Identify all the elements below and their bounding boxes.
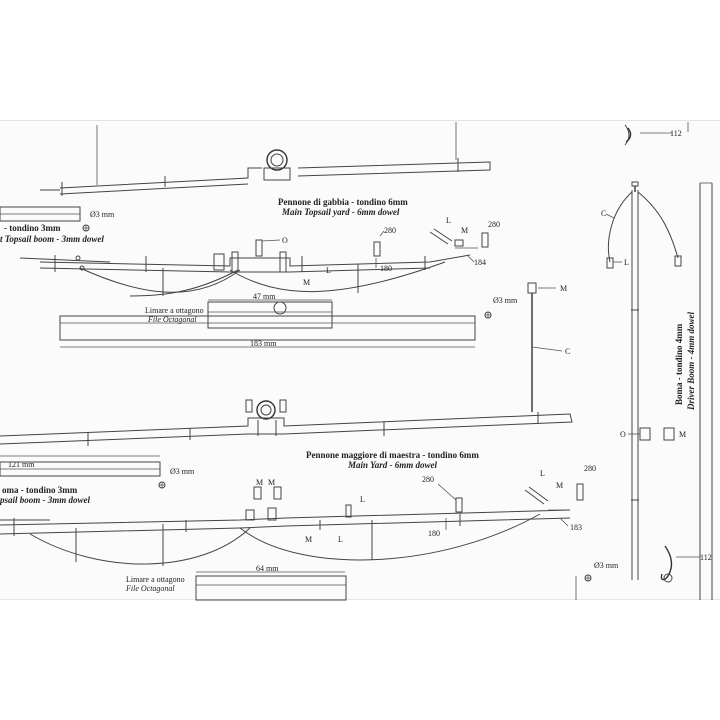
label-L-2: L (326, 266, 331, 275)
octagon-bar-1: Limare a ottagono File Octagonal 47 mm 1… (59, 292, 518, 348)
label-M-3: M (560, 284, 567, 293)
label-M-7: M (556, 481, 563, 490)
label-112-bottom: 112 (700, 553, 712, 562)
label-280-1: 280 (384, 226, 396, 235)
label-L-3: L (360, 495, 365, 504)
driver-boom-drawing: L C O M 112 Boma - tondino 4mm Driver Bo… (601, 181, 713, 600)
paper-sheet (0, 120, 720, 600)
label-L-5: L (540, 469, 545, 478)
dim-64: 64 mm (256, 564, 279, 573)
driver-boom-title: Boma - tondino 4mm (674, 323, 684, 405)
label-M-8: M (679, 430, 686, 439)
lower-yard-drawing: M M L M L 280 180 L M 280 183 (0, 464, 596, 566)
driver-boom-subtitle: Driver Boom - 4mm dowel (686, 312, 696, 411)
label-O-2: O (620, 430, 626, 439)
label-280-4: 280 (584, 464, 596, 473)
dim-121: 121 mm (8, 460, 35, 469)
top-yard-ring (266, 149, 288, 171)
topsail-boom-1: - tondino 3mm t Topsail boom - 3mm dowel… (0, 206, 115, 244)
label-280-3: 280 (422, 475, 434, 484)
octagon-bar-1-hole (273, 301, 287, 315)
octagon1-line2: File Octagonal (147, 315, 197, 324)
topsail-boom-2-title: oma - tondino 3mm (2, 485, 78, 495)
top-right-partial: 112 (624, 122, 689, 146)
octagon2-line2: File Octagonal (125, 584, 175, 593)
label-184: 184 (474, 258, 486, 267)
label-O-1: O (282, 236, 288, 245)
main-yard-subtitle: Main Yard - 6mm dowel (347, 460, 438, 470)
topsail-yard-subtitle: Main Topsail yard - 6mm dowel (281, 207, 400, 217)
dim-183: 183 mm (250, 339, 277, 348)
top-partial-yard (40, 122, 491, 196)
label-M-6: M (305, 535, 312, 544)
dia-label-1: Ø3 mm (90, 210, 115, 219)
main-topsail-yard-drawing: Pennone di gabbia - tondino 6mm Main Top… (19, 197, 500, 297)
label-M-1: M (461, 226, 468, 235)
topsail-boom-1-title: - tondino 3mm (4, 223, 61, 233)
label-M-5: M (268, 478, 275, 487)
dim-47: 47 mm (253, 292, 276, 301)
boom-jaw (663, 573, 673, 583)
label-L-4: L (338, 535, 343, 544)
dia-label-2: Ø3 mm (493, 296, 518, 305)
rope-c-hook: M C (527, 282, 570, 412)
main-yard-title: Pennone maggiore di maestra - tondino 6m… (306, 450, 479, 460)
topsail-boom-1-subtitle: t Topsail boom - 3mm dowel (0, 234, 104, 244)
label-C-2: C (601, 209, 606, 218)
octagon-bar-2: Limare a ottagono File Octagonal 64 mm Ø… (125, 561, 619, 601)
label-L-6: L (624, 258, 629, 267)
label-C-1: C (565, 347, 570, 356)
label-183: 183 (570, 523, 582, 532)
dia-label-4: Ø3 mm (594, 561, 619, 570)
label-M-4: M (256, 478, 263, 487)
main-yard-ring (256, 400, 276, 420)
topsail-boom-2-subtitle: psail boom - 3mm dowel (0, 495, 90, 505)
label-112-top: 112 (670, 129, 682, 138)
label-M-2: M (303, 278, 310, 287)
dia-label-3: Ø3 mm (170, 467, 195, 476)
label-180-2: 180 (428, 529, 440, 538)
label-180-1: 180 (380, 264, 392, 273)
octagon1-line1: Limare a ottagono (145, 306, 204, 315)
topsail-yard-title: Pennone di gabbia - tondino 6mm (278, 197, 408, 207)
label-280-2: 280 (488, 220, 500, 229)
topsail-boom-2: 121 mm Ø3 mm oma - tondino 3mm psail boo… (0, 455, 195, 505)
main-yard-drawing: Pennone maggiore di maestra - tondino 6m… (0, 399, 573, 470)
octagon2-line1: Limare a ottagono (126, 575, 185, 584)
label-L-1: L (446, 216, 451, 225)
